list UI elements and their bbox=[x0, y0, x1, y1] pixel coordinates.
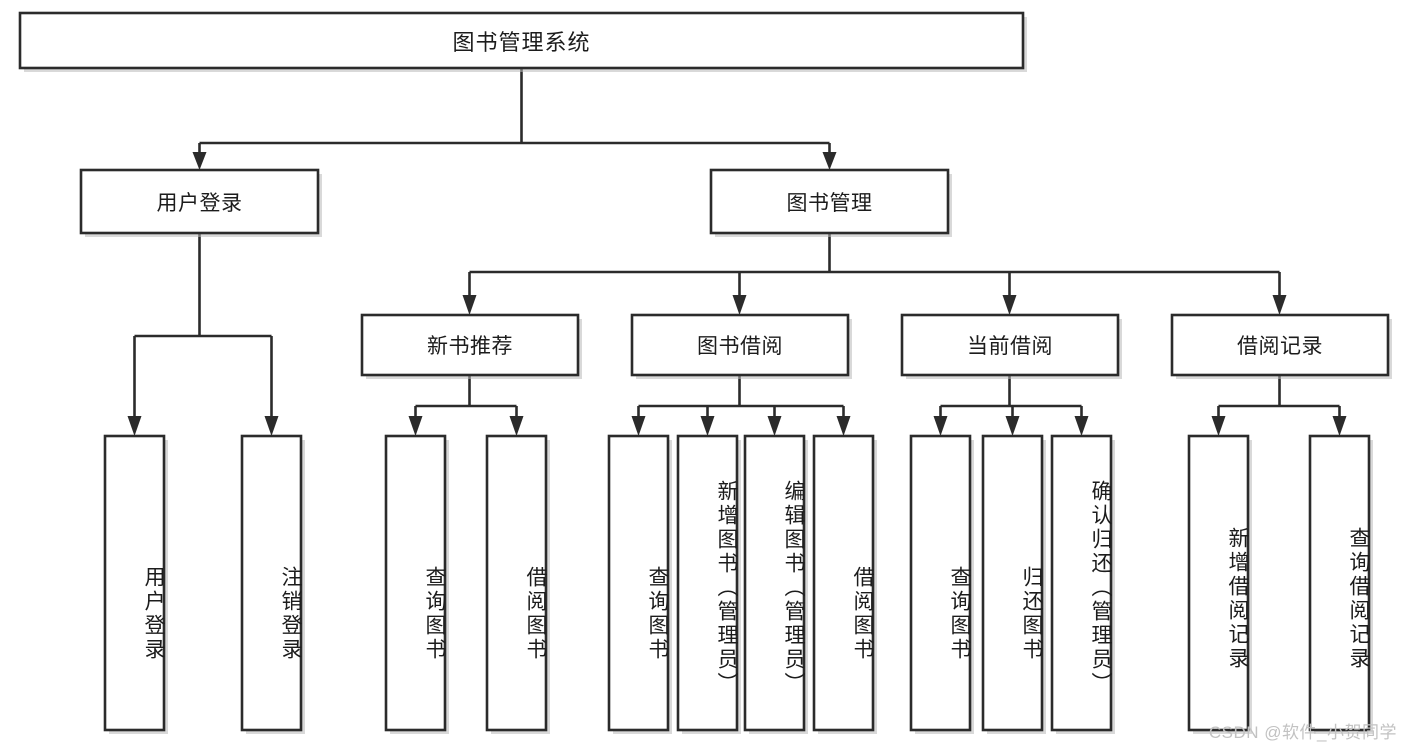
node-book-borrow[interactable] bbox=[630, 313, 850, 377]
node-leaf-edit-book[interactable] bbox=[743, 434, 806, 732]
connector-book-manage-to-level3 bbox=[462, 233, 1287, 315]
node-leaf-query-record[interactable] bbox=[1308, 434, 1371, 732]
node-leaf-add-book[interactable] bbox=[676, 434, 739, 732]
node-root[interactable] bbox=[18, 11, 1025, 70]
node-leaf-confirm-return[interactable] bbox=[1050, 434, 1113, 732]
node-leaf-borrow-book-1[interactable] bbox=[485, 434, 548, 732]
connector-new-book-rec-to-leaves bbox=[408, 375, 524, 436]
node-book-manage[interactable] bbox=[709, 168, 950, 235]
node-leaf-borrow-book-2[interactable] bbox=[812, 434, 875, 732]
node-leaf-user-login[interactable] bbox=[103, 434, 166, 732]
node-leaf-add-record[interactable] bbox=[1187, 434, 1250, 732]
connector-root-to-level2 bbox=[192, 68, 837, 170]
connector-user-login-to-leaves bbox=[127, 233, 279, 436]
node-borrow-record[interactable] bbox=[1170, 313, 1390, 377]
connector-layer bbox=[127, 68, 1347, 436]
node-leaf-query-book-2[interactable] bbox=[607, 434, 670, 732]
node-leaf-query-book-3[interactable] bbox=[909, 434, 972, 732]
node-leaf-logout[interactable] bbox=[240, 434, 303, 732]
node-current-borrow[interactable] bbox=[900, 313, 1120, 377]
connector-borrow-record-to-leaves bbox=[1211, 375, 1347, 436]
node-new-book-rec[interactable] bbox=[360, 313, 580, 377]
connector-current-borrow-to-leaves bbox=[933, 375, 1089, 436]
connector-book-borrow-to-leaves bbox=[631, 375, 851, 436]
node-user-login[interactable] bbox=[79, 168, 320, 235]
node-leaf-query-book-1[interactable] bbox=[384, 434, 447, 732]
node-box-layer bbox=[18, 11, 1392, 734]
node-leaf-return-book[interactable] bbox=[981, 434, 1044, 732]
